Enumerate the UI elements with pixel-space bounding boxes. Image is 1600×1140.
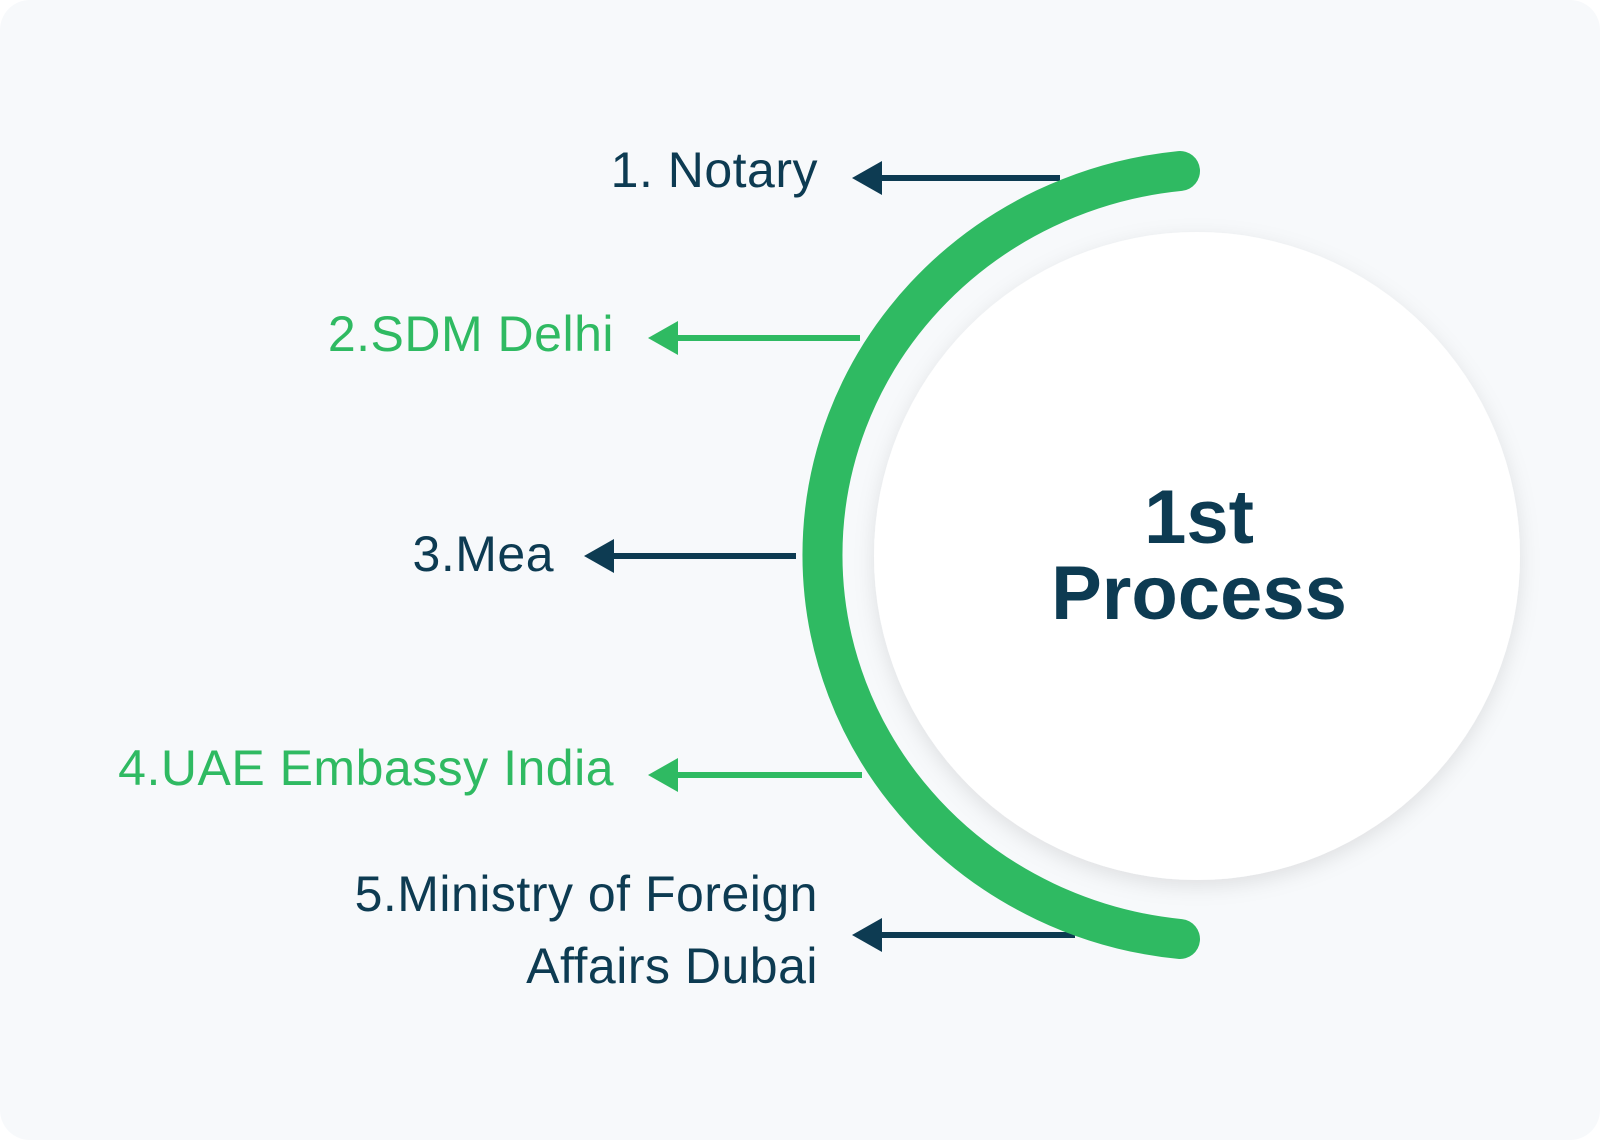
step-label-2: 2.SDM Delhi [327, 306, 614, 362]
arrow-head-2 [648, 321, 678, 355]
step-label-4: 4.UAE Embassy India [118, 740, 614, 796]
center-circle [874, 232, 1520, 880]
arrow-head-5 [852, 918, 882, 952]
arrow-head-1 [852, 161, 882, 195]
process-arc [802, 151, 1200, 959]
arrow-head-4 [648, 758, 678, 792]
arrow-head-3 [584, 539, 614, 573]
center-title-line2: Process [1051, 551, 1347, 636]
step-label-5: 5.Ministry of Foreign Affairs Dubai [354, 866, 818, 994]
center-title-line1: 1st [1144, 475, 1254, 560]
center-title: 1st Process [875, 232, 1523, 880]
step-label-1: 1. Notary [610, 142, 818, 198]
step-label-3: 3.Mea [412, 526, 554, 582]
